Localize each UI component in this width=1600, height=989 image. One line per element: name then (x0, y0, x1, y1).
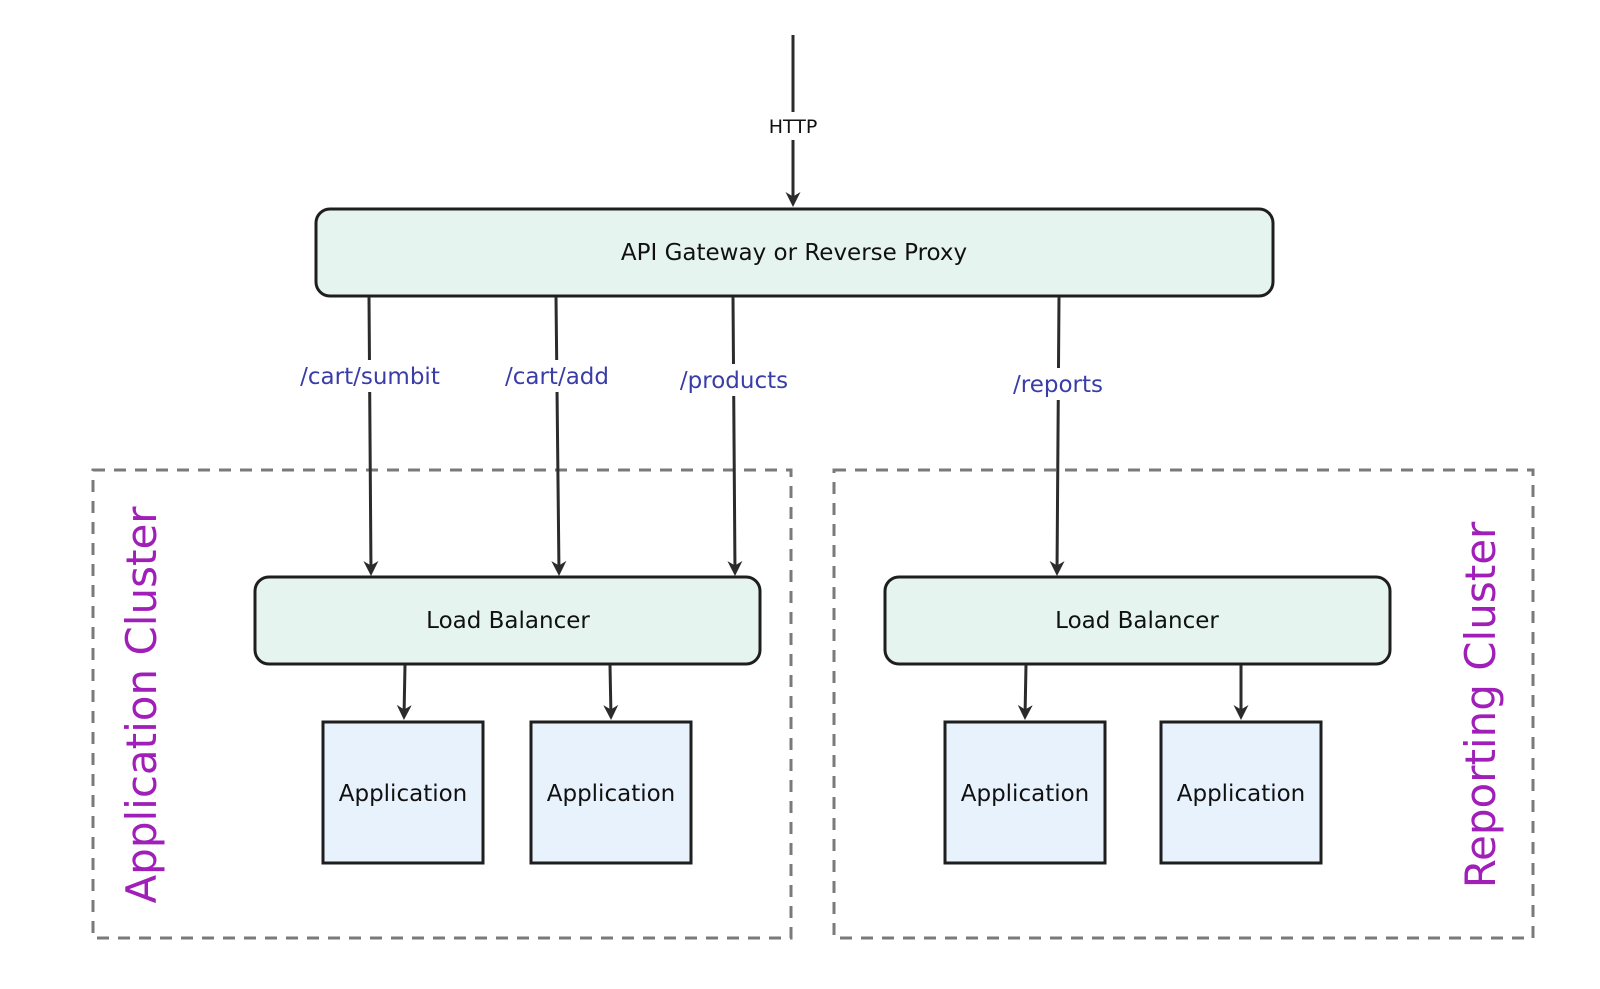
application-load-balancer-node (253, 575, 762, 666)
reporting-application-node-2-label: Application (1177, 781, 1306, 807)
edge-lb-app-2 (603, 664, 619, 720)
edge-reports (1049, 296, 1065, 576)
route-label-cart-submit: /cart/sumbit (300, 364, 440, 390)
application-node-2-label: Application (547, 781, 676, 807)
reporting-application-node-1 (943, 720, 1107, 865)
application-node-1 (321, 720, 485, 865)
edge-lb-app-3 (1017, 664, 1033, 720)
api-gateway-label: API Gateway or Reverse Proxy (621, 240, 967, 266)
route-label-products: /products (680, 368, 788, 394)
route-label-bg-cart-submit (292, 360, 450, 392)
route-label-cart-add: /cart/add (505, 364, 609, 390)
route-label-bg-reports (1006, 368, 1110, 400)
edge-products (727, 296, 743, 576)
edge-cart-add (551, 296, 567, 576)
route-label-bg-products (673, 364, 795, 396)
reporting-cluster-box (832, 468, 1535, 940)
reporting-application-node-2 (1159, 720, 1323, 865)
api-gateway-node (314, 207, 1275, 298)
reporting-application-node-1-label: Application (961, 781, 1090, 807)
http-label-bg (760, 112, 826, 140)
edge-cart-submit (363, 296, 379, 576)
application-load-balancer-label: Load Balancer (426, 608, 590, 634)
reporting-cluster-label: Reporting Cluster (1456, 521, 1505, 888)
route-label-reports: /reports (1013, 372, 1103, 398)
route-label-bg-cart-add (500, 360, 615, 392)
application-cluster-label: Application Cluster (117, 506, 166, 904)
http-label: HTTP (769, 116, 818, 138)
application-node-1-label: Application (339, 781, 468, 807)
application-node-2 (529, 720, 693, 865)
application-cluster-box (91, 468, 793, 940)
reporting-load-balancer-label: Load Balancer (1055, 608, 1219, 634)
edge-lb-app-1 (396, 664, 412, 720)
reporting-load-balancer-node (883, 575, 1392, 666)
